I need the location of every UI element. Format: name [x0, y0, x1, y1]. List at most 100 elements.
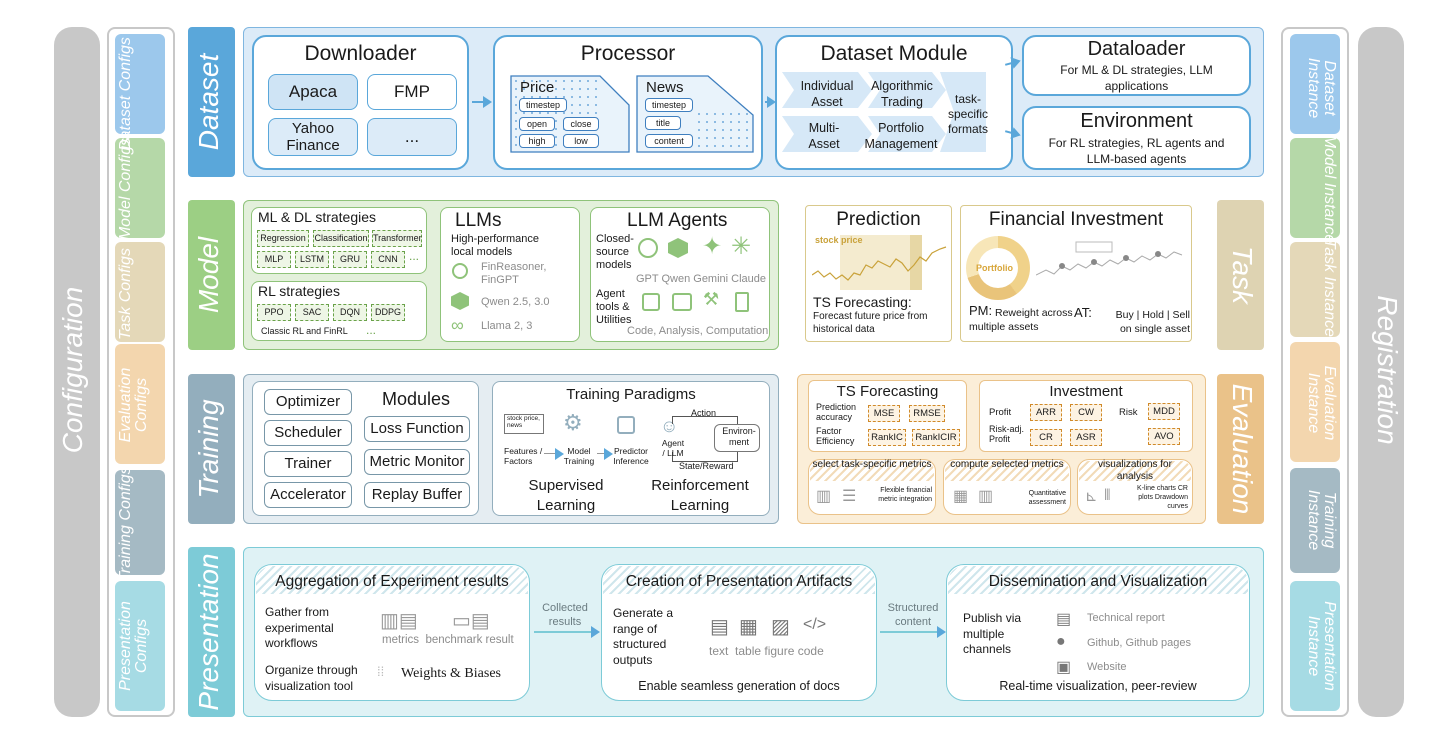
- downloader-title: Downloader: [304, 42, 417, 65]
- rl-ddpg: DDPG: [371, 304, 405, 321]
- rl-dqn: DQN: [333, 304, 367, 321]
- environment-box: [714, 424, 760, 452]
- config-training[interactable]: [115, 470, 165, 575]
- module-scheduler[interactable]: Scheduler: [264, 420, 352, 446]
- registration-column: [1358, 27, 1404, 717]
- instance-presentation[interactable]: [1290, 581, 1340, 711]
- benchmark-icon: ▭▤: [452, 610, 490, 632]
- code-tag-icon: </>: [803, 616, 827, 633]
- news-tag-timestep: timestep: [645, 98, 693, 112]
- eval-step-select-title: select task-specific metrics: [812, 459, 932, 470]
- aggregation-header: [256, 566, 528, 594]
- aggregation-organize: Organize through visualization tool: [265, 663, 358, 693]
- llm-llama: Llama 2, 3: [481, 320, 533, 332]
- bar-chart-icon: ▥: [816, 488, 832, 505]
- metrics-icon: ▥▤: [380, 610, 418, 632]
- calculator-eval-icon: ▦: [953, 488, 969, 505]
- config-evaluation[interactable]: [115, 344, 165, 464]
- analysis-icon: [672, 293, 692, 311]
- row-tab-presentation[interactable]: [188, 547, 235, 717]
- eval-step-compute-title: compute selected metrics: [950, 459, 1064, 470]
- module-algorithmic-trading: Algorithmic Trading: [871, 79, 933, 109]
- config-dataset[interactable]: [115, 34, 165, 134]
- module-accelerator[interactable]: Accelerator: [264, 482, 352, 508]
- module-optimizer[interactable]: Optimizer: [264, 389, 352, 415]
- agents-title: LLM Agents: [627, 210, 728, 231]
- eval-ts-title: TS Forecasting: [836, 383, 939, 400]
- prediction-chart: [812, 235, 947, 290]
- module-metric-monitor[interactable]: Metric Monitor: [364, 449, 470, 475]
- prediction-title: Prediction: [836, 209, 921, 230]
- trading-chart: [1036, 241, 1183, 276]
- creation-header: [603, 566, 875, 594]
- source-fmp[interactable]: FMP: [367, 74, 457, 110]
- row-tab-task[interactable]: [1217, 200, 1264, 350]
- row-tab-dataset[interactable]: [188, 27, 235, 177]
- line-chart-icon: ⊾: [1085, 488, 1098, 505]
- llm-qwen: Qwen 2.5, 3.0: [481, 296, 550, 308]
- config-model-label: Model Configs: [117, 137, 134, 241]
- module-trainer[interactable]: Trainer: [264, 451, 352, 477]
- row-tab-training-label: Training: [193, 399, 224, 499]
- state-label: State/Reward: [679, 461, 734, 471]
- eval-step-visual-header: [1079, 461, 1191, 481]
- source-more[interactable]: ...: [367, 118, 457, 156]
- module-loss-function[interactable]: Loss Function: [364, 416, 470, 442]
- eval-step-compute-desc: Quantitative assessment: [1028, 490, 1066, 507]
- instance-evaluation[interactable]: [1290, 342, 1340, 462]
- source-apaca[interactable]: Apaca: [268, 74, 358, 110]
- source-yahoo[interactable]: Yahoo Finance: [268, 118, 358, 156]
- mldl-gru: GRU: [333, 251, 367, 268]
- eval-inv-title: Investment: [1049, 383, 1123, 400]
- finreasoner-icon: [452, 263, 468, 279]
- config-presentation[interactable]: [115, 581, 165, 711]
- instance-task[interactable]: [1290, 242, 1340, 337]
- price-tag-high: high: [519, 134, 555, 148]
- mldl-lstm: LSTM: [295, 251, 329, 268]
- code-icon: [642, 293, 660, 311]
- eval-step-select-desc: Flexible financial metric integration: [878, 487, 932, 504]
- llms-title: LLMs: [455, 210, 502, 231]
- instance-model[interactable]: [1290, 138, 1340, 238]
- config-model[interactable]: [115, 138, 165, 238]
- eval-profit-label: Profit: [989, 407, 1012, 418]
- aggregation-title: Aggregation of Experiment results: [275, 573, 509, 590]
- diss-github: Github, Github pages: [1087, 637, 1191, 649]
- instance-training-label: Training Instance: [1304, 489, 1338, 551]
- github-icon: ●: [1056, 633, 1066, 650]
- dataloader-card: [1022, 35, 1251, 96]
- pm-desc: Reweight across multiple assets: [969, 307, 1073, 334]
- instance-training[interactable]: [1290, 468, 1340, 573]
- dissemination-desc: Publish via multiple channels: [963, 611, 1022, 657]
- news-tag-content: content: [645, 134, 693, 148]
- row-tab-evaluation[interactable]: [1217, 374, 1264, 524]
- modules-title: Modules: [382, 389, 451, 409]
- agents-tools-names: Code, Analysis, Computation: [627, 325, 769, 337]
- rl-ppo: PPO: [257, 304, 291, 321]
- price-tag-low: low: [563, 134, 599, 148]
- module-replay-buffer[interactable]: Replay Buffer: [364, 482, 470, 508]
- row-tab-model[interactable]: [188, 200, 235, 350]
- eval-mse: MSE: [868, 405, 900, 422]
- config-evaluation-label: Evaluation Configs: [117, 367, 151, 443]
- arrow-structured-label: Structured content: [887, 602, 939, 629]
- instance-dataset[interactable]: [1290, 34, 1340, 134]
- config-training-label: Training Configs: [117, 466, 134, 582]
- agents-card: [590, 207, 770, 342]
- environment-title: Environment: [1080, 110, 1193, 132]
- config-task[interactable]: [115, 242, 165, 342]
- environment-desc: For RL strategies, RL agents and LLM-bas…: [1048, 136, 1225, 166]
- figure-icon: ▨: [771, 616, 790, 638]
- dataloader-title: Dataloader: [1087, 38, 1186, 60]
- mldl-transformer: Transformer: [372, 230, 422, 247]
- row-tab-presentation-label: Presentation: [193, 553, 224, 711]
- agents-closed-names: GPT Qwen Gemini Claude: [636, 273, 767, 285]
- at-desc: Buy | Hold | Sell on single asset: [1115, 309, 1190, 336]
- row-tab-training[interactable]: [188, 374, 235, 524]
- llama-icon: ∞: [451, 315, 464, 335]
- creation-desc: Generate a range of structured outputs: [613, 606, 674, 667]
- pm-label: PM:: [969, 303, 993, 318]
- mldl-title: ML & DL strategies: [258, 209, 377, 225]
- eval-rmse: RMSE: [909, 405, 945, 422]
- dissemination-header: [948, 566, 1248, 594]
